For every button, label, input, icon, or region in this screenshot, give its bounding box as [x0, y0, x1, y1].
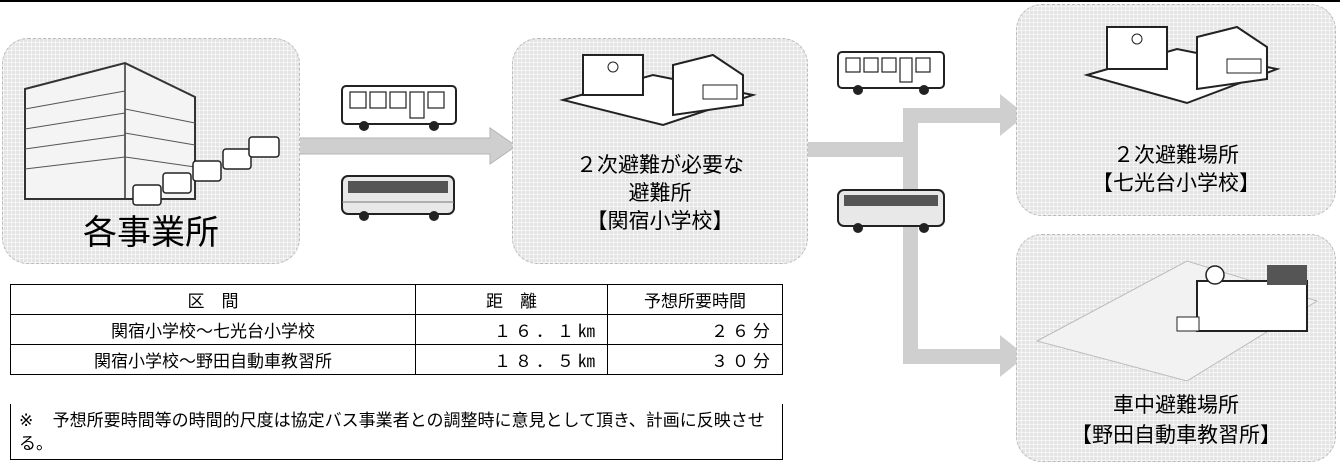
- offices-panel: 各事業所: [2, 38, 300, 264]
- shelter-line2: 避難所: [628, 181, 692, 205]
- offices-label: 各事業所: [83, 213, 219, 253]
- car-shelter-panel: 車中避難場所 【野田自動車教習所】: [1016, 234, 1336, 462]
- coach-bus-icon-2: [837, 189, 945, 233]
- secondary-line2: 【七光台小学校】: [1092, 171, 1260, 195]
- shelter-line1: ２次避難が必要な: [576, 153, 744, 177]
- arrow-shelter-branch: [790, 94, 1026, 377]
- table-row: 関宿小学校～野田自動車教習所 １８．５㎞ ３０分: [10, 344, 783, 375]
- table-row: 関宿小学校～七光台小学校 １６．１㎞ ２６分: [10, 314, 783, 345]
- driving-school-illustration: [1035, 260, 1319, 381]
- secondary-line1: ２次避難場所: [1113, 143, 1239, 167]
- coach-bus-icon: [341, 175, 455, 221]
- arrow-offices-to-shelter: [290, 127, 517, 165]
- secondary-shelter-panel: ２次避難場所 【七光台小学校】: [1016, 4, 1336, 216]
- office-building-illustration: [24, 61, 280, 206]
- school-building-illustration-2: [1083, 25, 1281, 105]
- route-bus-icon: [341, 85, 457, 131]
- car-line1: 車中避難場所: [1113, 393, 1239, 417]
- shelter-panel: ２次避難が必要な 避難所 【関宿小学校】: [512, 38, 808, 264]
- note-mark: ※: [19, 411, 34, 431]
- header-time: 予想所要時間: [607, 284, 783, 315]
- top-border-line: [0, 0, 1340, 2]
- row1-distance: １６．１㎞: [415, 314, 608, 345]
- header-section: 区 間: [10, 284, 416, 315]
- header-distance: 距 離: [415, 284, 608, 315]
- shelter-line3: 【関宿小学校】: [586, 209, 734, 233]
- table-note: ※ 予想所要時間等の時間的尺度は協定バス事業者との調整時に意見として頂き、計画に…: [10, 404, 783, 460]
- note-text: 予想所要時間等の時間的尺度は協定バス事業者との調整時に意見として頂き、計画に反映…: [19, 411, 765, 454]
- school-building-illustration: [559, 53, 757, 127]
- row2-distance: １８．５㎞: [415, 344, 608, 375]
- route-bus-icon-2: [837, 51, 945, 95]
- distance-table: 区 間 距 離 予想所要時間 関宿小学校～七光台小学校 １６．１㎞ ２６分 関宿…: [10, 284, 783, 375]
- row2-time: ３０分: [607, 344, 783, 375]
- row2-section: 関宿小学校～野田自動車教習所: [10, 344, 416, 375]
- row1-time: ２６分: [607, 314, 783, 345]
- row1-section: 関宿小学校～七光台小学校: [10, 314, 416, 345]
- table-header-row: 区 間 距 離 予想所要時間: [10, 284, 783, 315]
- car-line2: 【野田自動車教習所】: [1071, 423, 1281, 447]
